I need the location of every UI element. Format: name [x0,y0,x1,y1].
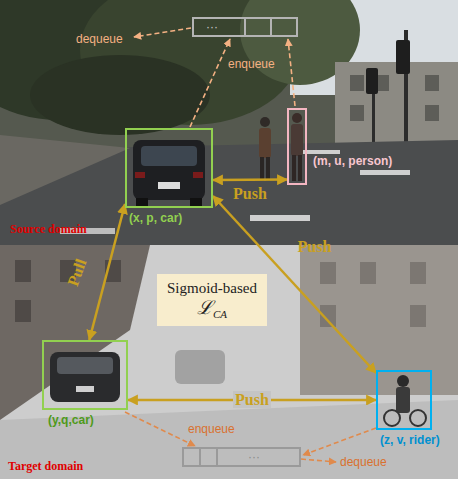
photo-detail [300,245,458,395]
domain-label: Source domain [10,222,87,236]
photo-detail [133,140,205,200]
photo-detail [50,352,120,402]
photo-detail [158,182,180,189]
loss-subscript: CA [213,308,227,320]
photo-detail [301,459,336,462]
queue-arrows [125,28,376,462]
photo-detail [397,375,409,387]
edge-label: Push [296,238,334,255]
photo-detail [410,262,426,284]
photo-detail [125,412,195,446]
instance-tuple: (x, p, car) [129,211,182,225]
photo-detail [15,300,31,322]
queue-op: enqueue [188,422,235,436]
photo-detail [350,75,364,91]
photo-detail [384,410,400,426]
photo-detail [396,40,410,74]
photo-detail [141,146,197,166]
loss-symbol: ℒ [197,297,213,318]
photo-detail [175,350,225,384]
photo-detail [298,155,302,181]
edge-label: Push [233,391,271,408]
loss-box: Sigmoid-basedℒCA [157,274,267,326]
photo-detail [0,245,458,479]
photo-detail [410,305,426,327]
photo-detail [193,172,203,178]
detection-box: (z, v, rider) [376,370,432,430]
photo-detail [30,55,210,135]
photo-detail [425,105,439,121]
photo-detail [360,262,376,284]
source-photo [0,0,458,245]
contrast-arrow [89,204,125,340]
photo-detail [199,448,201,466]
instance-tuple: (z, v, rider) [380,433,440,447]
queue-dots: ··· [206,20,218,34]
photo-detail [266,157,270,181]
photo-detail [366,68,378,94]
detection-box: (x, p, car) [125,128,213,208]
photo-detail [291,124,303,156]
photo-detail [425,75,439,91]
photo-detail [190,39,230,127]
photo-detail [303,428,376,455]
photo-detail [292,113,302,123]
domain-label: Target domain [8,459,83,473]
detection-box: (y,q,car) [42,340,128,410]
photo-detail [216,448,218,466]
photo-detail [193,18,297,36]
photo-detail [135,172,145,178]
photo-detail [250,215,310,221]
photo-detail [0,400,458,479]
photo-detail [136,198,148,206]
queue-op: dequeue [340,455,387,469]
queue-op: dequeue [76,32,123,46]
photo-detail [76,386,94,392]
photo-detail [0,245,150,420]
detection-box: (m, u, person) [287,108,307,185]
photo-detail [260,117,270,127]
photo-detail [134,28,191,37]
photo-detail [320,262,336,284]
photo-detail [360,170,410,175]
photo-detail [259,128,271,158]
loss-caption: Sigmoid-based [167,279,257,297]
queue-dots: ··· [248,450,260,464]
photo-detail [57,357,113,374]
photo-detail [15,260,31,282]
photo-detail [288,39,295,106]
photo-detail [292,155,296,181]
instance-tuple: (y,q,car) [48,413,94,427]
photo-detail [350,105,364,121]
photo-detail [183,448,300,466]
contrast-arrow [213,178,287,181]
edge-label: Push [231,185,269,202]
photo-detail [244,18,246,36]
photo-detail [0,135,130,205]
photo-detail [190,198,202,206]
target-photo [0,245,458,479]
photo-detail [410,410,426,426]
photo-detail [396,387,410,413]
photo-detail [270,18,272,36]
instance-tuple: (m, u, person) [313,154,392,168]
formula-row: ℒCA [167,297,257,321]
photo-detail [260,157,264,181]
queue-op: enqueue [228,57,275,71]
